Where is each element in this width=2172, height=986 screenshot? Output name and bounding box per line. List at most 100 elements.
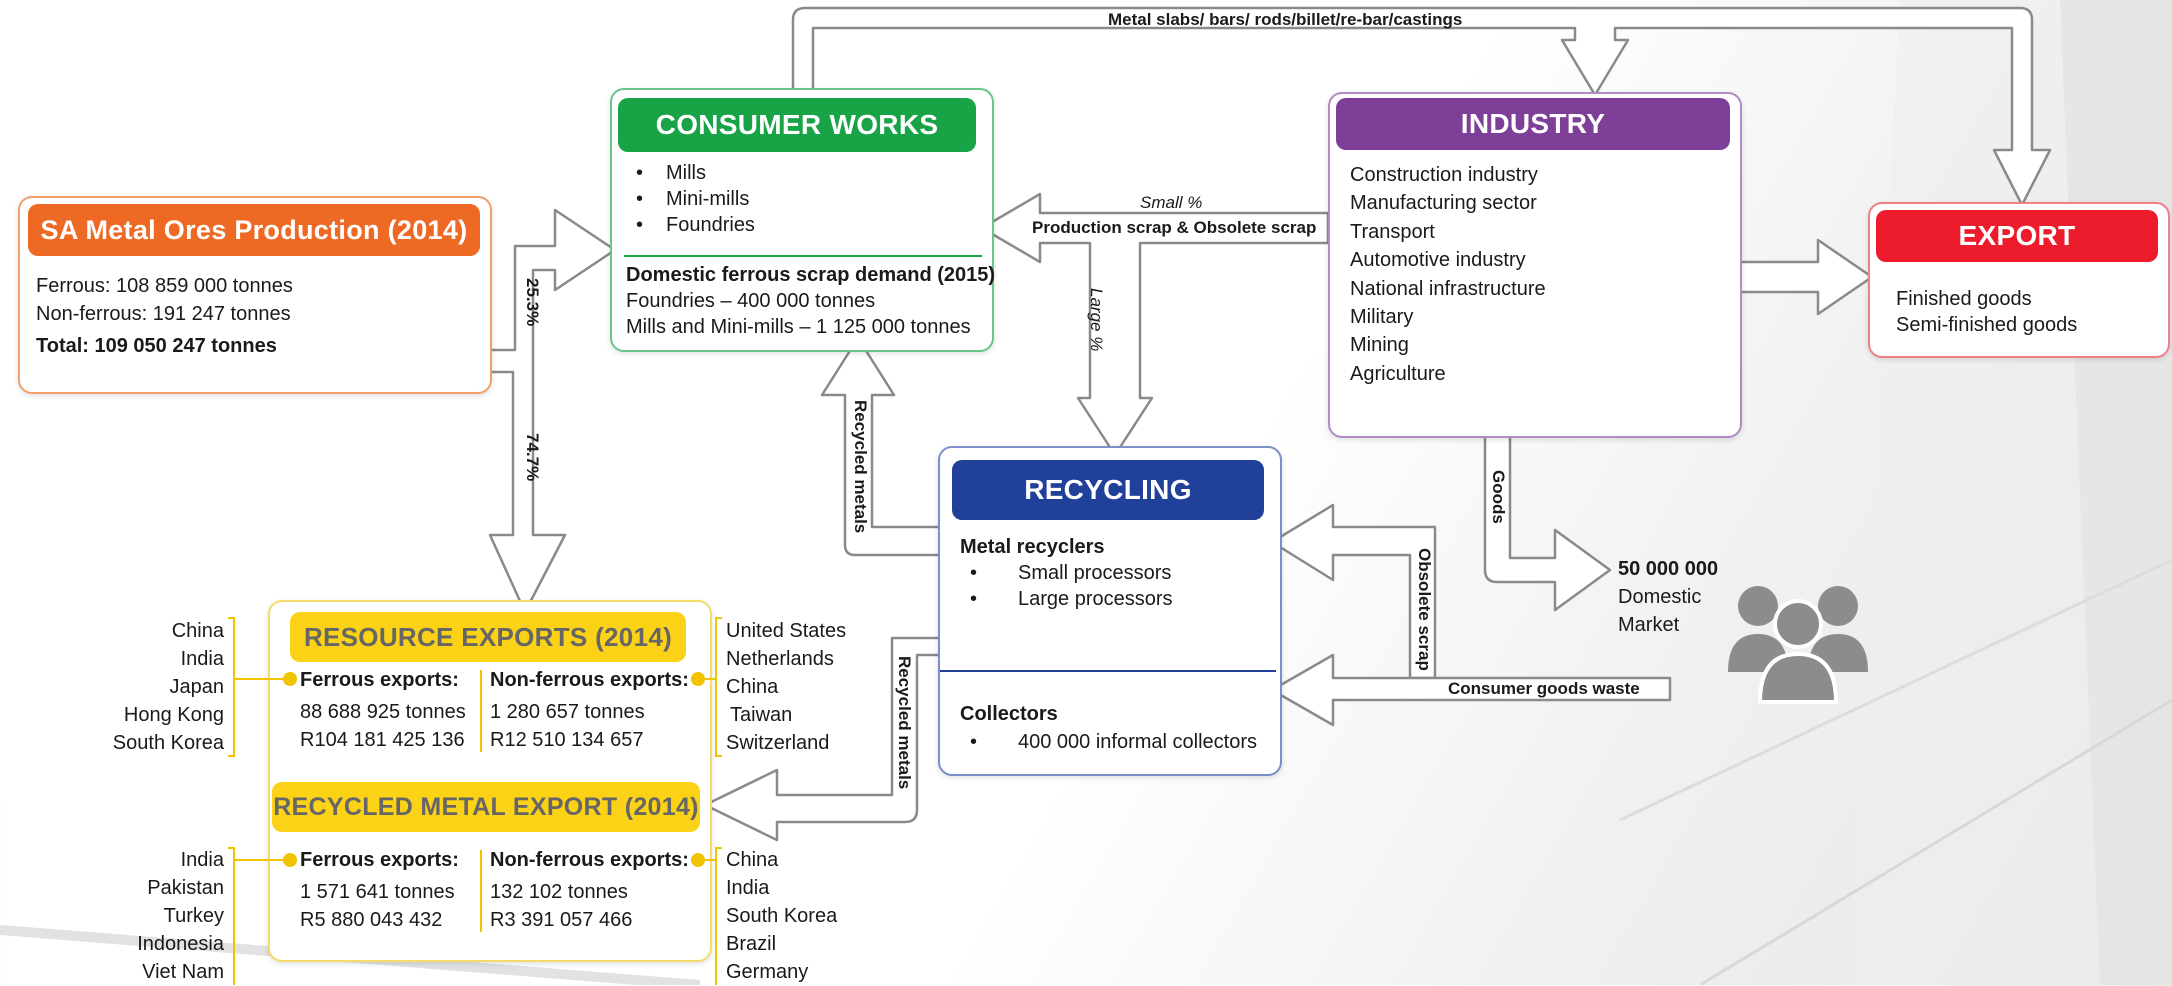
recycled-nonferrous: Non-ferrous exports: 132 102 tonnes R3 3… [490,846,689,934]
people-group-icon [1728,586,1868,704]
country: Netherlands [726,648,834,670]
resource-ferrous: Ferrous exports: 88 688 925 tonnes R104 … [300,666,466,754]
list-item: Semi-finished goods [1896,314,2078,336]
list-item: Manufacturing sector [1350,192,1537,215]
recycling-title: RECYCLING [952,460,1264,520]
metal-recyclers: Metal recyclers Small processors Large p… [960,534,1173,612]
pct-resource-exports-label: 74.7% [523,433,542,482]
sa-ores-title: SA Metal Ores Production (2014) [28,204,480,256]
arrow-industry-to-export [1736,238,1874,316]
recycled-ferrous-title: Ferrous exports: [300,849,459,871]
industry-title: INDUSTRY [1336,98,1730,150]
industry-list: Construction industry Manufacturing sect… [1350,161,1546,388]
export-list: Finished goods Semi-finished goods [1896,286,2077,338]
arrow-metal-products [791,6,2052,207]
collectors: Collectors 400 000 informal collectors [960,700,1257,756]
small-percent-label: Small % [1140,193,1203,212]
scrap-demand-mills: Mills and Mini-mills – 1 125 000 tonnes [626,316,971,338]
recycled-nonferrous-title: Non-ferrous exports: [490,849,689,871]
list-item: 400 000 informal collectors [960,728,1257,756]
country: Indonesia [137,933,224,955]
goods-label: Goods [1489,470,1508,524]
recycled-nonferrous-value: R3 391 057 466 [490,909,633,931]
list-item: Mining [1350,334,1409,357]
resource-ferrous-value: R104 181 425 136 [300,729,465,751]
arrow-consumer-waste [1270,653,1672,727]
country: Taiwan [730,704,793,726]
country: Germany [726,961,809,983]
sa-ores-values: Ferrous: 108 859 000 tonnes Non-ferrous:… [36,272,293,360]
country: Turkey [163,905,224,927]
country: India [180,648,224,670]
arrow-ore-split [478,208,617,614]
domestic-market-label: Market [1618,614,1680,636]
resource-ferrous-tonnes: 88 688 925 tonnes [300,701,466,723]
arrow-recycled-to-works [820,336,949,557]
list-item: Foundries [626,212,755,238]
list-item: Mills [626,160,755,186]
country: South Korea [112,732,224,754]
obsolete-scrap-label: Obsolete scrap [1415,548,1434,671]
large-percent-label: Large % [1087,288,1106,352]
consumer-works-title: CONSUMER WORKS [618,98,976,152]
list-item: Military [1350,306,1414,329]
divider [624,255,982,257]
list-item: Construction industry [1350,164,1538,186]
total-production: Total: 109 050 247 tonnes [36,335,277,357]
divider [940,670,1276,672]
country: South Korea [726,905,838,927]
country: India [180,849,224,871]
country: Pakistan [147,877,224,899]
resource-ferrous-title: Ferrous exports: [300,669,459,691]
domestic-market-value: 50 000 000 [1618,558,1719,580]
recycled-metals-export-label: Recycled metals [895,656,914,790]
recycled-export-destinations-left: India Pakistan Turkey Indonesia Viet Nam [60,846,224,986]
resource-export-destinations-right: United States Netherlands China Taiwan S… [726,617,846,757]
production-scrap-label: Production scrap & Obsolete scrap [1032,218,1317,237]
recycled-export-destinations-right: China India South Korea Brazil Germany [726,846,837,986]
divider [480,670,482,752]
resource-nonferrous: Non-ferrous exports: 1 280 657 tonnes R1… [490,666,689,754]
domestic-market: 50 000 000 Domestic Market [1618,555,1718,639]
country: Hong Kong [123,704,224,726]
country: Brazil [726,933,777,955]
pct-consumer-works-label: 25.3% [523,278,542,327]
export-title: EXPORT [1876,210,2158,262]
country: Japan [169,676,225,698]
arrow-production-scrap [980,192,1330,457]
country: China [726,849,779,871]
divider [480,850,482,932]
country: Viet Nam [142,961,224,983]
arrow-goods [1483,430,1612,612]
recycled-metals-label: Recycled metals [851,400,870,534]
recycled-export-title: RECYCLED METAL EXPORT (2014) [272,782,700,832]
resource-export-destinations-left: China India Japan Hong Kong South Korea [60,617,224,757]
consumer-goods-waste-label: Consumer goods waste [1448,679,1640,698]
list-item: Transport [1350,220,1435,243]
list-item: Small processors [960,560,1173,586]
resource-nonferrous-value: R12 510 134 657 [490,729,644,751]
list-item: Large processors [960,586,1173,612]
country: China [726,676,779,698]
metal-recyclers-title: Metal recyclers [960,536,1105,558]
scrap-demand-title: Domestic ferrous scrap demand (2015) [626,264,996,286]
metal-products-label: Metal slabs/ bars/ rods/billet/re-bar/ca… [1108,10,1463,29]
country: India [726,877,770,899]
consumer-works-list: Mills Mini-mills Foundries [626,160,755,238]
ferrous-production: Ferrous: 108 859 000 tonnes [36,275,293,297]
recycled-ferrous-value: R5 880 043 432 [300,909,443,931]
recycled-ferrous-tonnes: 1 571 641 tonnes [300,881,455,903]
country: Switzerland [726,732,830,754]
resource-nonferrous-title: Non-ferrous exports: [490,669,689,691]
list-item: Agriculture [1350,362,1446,385]
arrow-recycled-to-export [703,636,945,842]
resource-nonferrous-tonnes: 1 280 657 tonnes [490,701,645,723]
country: United States [726,620,847,642]
list-item: Automotive industry [1350,249,1526,272]
recycled-nonferrous-tonnes: 132 102 tonnes [490,881,628,903]
domestic-market-label: Domestic [1618,586,1702,608]
list-item: National infrastructure [1350,277,1546,300]
resource-exports-title: RESOURCE EXPORTS (2014) [290,612,686,662]
